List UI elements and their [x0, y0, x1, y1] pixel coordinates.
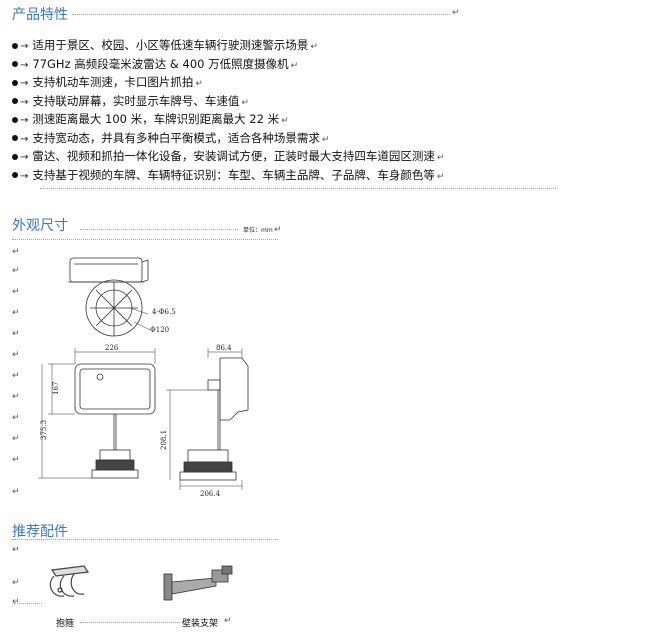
feature-item: →支持基于视频的车牌、车辆特征识别：车型、车辆主品牌、子品牌、车身颜色等↵ [12, 166, 444, 184]
feature-item: →适用于景区、校园、小区等低速车辆行驶测速警示场景↵ [12, 36, 318, 54]
return-mark: ↵ [195, 79, 203, 89]
arrow-icon: → [20, 152, 29, 163]
return-mark: ↵ [281, 116, 289, 126]
bullet-dot-icon [12, 116, 18, 123]
side-height-label: 208.1 [160, 430, 168, 450]
bullet-dot-icon [12, 61, 18, 67]
feature-item: →77GHz 高频段毫米波雷达 & 400 万低照度摄像机↵ [12, 55, 298, 73]
line-rule [80, 622, 180, 623]
hole-label: 4-Φ6.5 [152, 308, 176, 316]
arrow-icon: → [20, 78, 29, 89]
return-mark: ↵ [12, 329, 20, 339]
wall-mount-bracket-icon [163, 565, 233, 601]
return-mark: ↵ [12, 308, 20, 318]
return-mark: ↵ [12, 247, 20, 257]
diameter-label: Φ120 [150, 326, 169, 334]
return-mark: ↵ [452, 8, 460, 18]
bullet-dot-icon [12, 135, 18, 141]
arrow-icon: → [20, 133, 29, 145]
return-mark: ↵ [224, 616, 232, 626]
accessory-caption-bracket: 壁装支架 [182, 619, 219, 629]
feature-item: →支持宽动态，并具有多种白平衡模式，适合各种场景需求↵ [12, 129, 329, 147]
heading-rule [12, 239, 278, 240]
feature-item: →支持机动车测速，卡口图片抓拍↵ [12, 73, 203, 91]
return-mark: ↵ [12, 392, 20, 402]
return-mark: ↵ [12, 287, 20, 297]
hoop-clamp-icon [49, 565, 90, 597]
return-mark: ↵ [12, 434, 20, 444]
features-heading: 产品特性 [12, 7, 68, 23]
feature-text: 测速距离最大 100 米，车牌识别距离最大 22 米 [32, 112, 280, 126]
unit-label: 单位：mm [243, 227, 273, 234]
return-mark: ↵ [12, 413, 20, 423]
return-mark: ↵ [12, 350, 20, 360]
arrow-icon: → [20, 170, 29, 182]
arrow-icon: → [20, 96, 29, 108]
bullet-dot-icon [12, 153, 18, 160]
return-mark: ↵ [310, 42, 318, 52]
heading-rule [80, 229, 238, 230]
return-mark: ↵ [274, 225, 282, 235]
line-rule [14, 603, 42, 604]
width-label: 226 [105, 344, 119, 352]
panel-height-label: 167 [52, 382, 60, 395]
accessories-heading: 推荐配件 [12, 524, 68, 540]
total-height-label: 375.3 [40, 420, 48, 440]
arrow-icon: → [20, 59, 29, 71]
return-mark: ↵ [290, 60, 299, 71]
feature-text: 支持基于视频的车牌、车辆特征识别：车型、车辆主品牌、子品牌、车身颜色等 [32, 167, 435, 182]
return-mark: ↵ [241, 97, 249, 108]
return-mark: ↵ [12, 455, 20, 465]
feature-text: 支持宽动态，并具有多种白平衡模式，适合各种场景需求 [32, 130, 320, 145]
return-mark: ↵ [12, 578, 20, 588]
bullet-dot-icon [12, 79, 18, 86]
dimensions-heading: 外观尺寸 [12, 218, 68, 234]
dimension-drawing: 4-Φ6.5 Φ120 226 86.4 167 375.3 208.1 206… [38, 257, 249, 498]
line-rule [40, 188, 556, 189]
return-mark: ↵ [12, 597, 20, 607]
bullet-dot-icon [12, 172, 18, 178]
return-mark: ↵ [321, 134, 330, 145]
arrow-icon: → [20, 41, 29, 52]
return-mark: ↵ [12, 266, 20, 276]
bullet-dot-icon [12, 98, 18, 104]
feature-item: →雷达、视频和抓拍一体化设备，安装调试方便，正装时最大支持四车道园区测速↵ [12, 147, 444, 165]
bullet-dot-icon [12, 42, 18, 49]
arrow-icon: → [20, 115, 29, 126]
return-mark: ↵ [12, 371, 20, 381]
feature-item: →支持联动屏幕，实时显示车牌号、车速值↵ [12, 92, 249, 110]
feature-text: 支持机动车测速，卡口图片抓拍 [32, 75, 194, 89]
depth-label: 86.4 [216, 344, 232, 352]
side-width-label: 206.4 [200, 490, 221, 498]
feature-item: →测速距离最大 100 米，车牌识别距离最大 22 米↵ [12, 110, 289, 128]
feature-text: 77GHz 高频段毫米波雷达 & 400 万低照度摄像机 [32, 56, 289, 71]
heading-rule [72, 14, 450, 15]
heading-rule [12, 539, 278, 540]
return-mark: ↵ [436, 171, 445, 182]
return-mark: ↵ [12, 487, 20, 497]
feature-text: 适用于景区、校园、小区等低速车辆行驶测速警示场景 [32, 38, 309, 52]
feature-text: 支持联动屏幕，实时显示车牌号、车速值 [32, 93, 240, 108]
return-mark: ↵ [12, 545, 20, 555]
feature-text: 雷达、视频和抓拍一体化设备，安装调试方便，正装时最大支持四车道园区测速 [32, 149, 435, 163]
accessory-caption-hoop: 抱箍 [56, 619, 75, 629]
return-mark: ↵ [436, 153, 445, 163]
